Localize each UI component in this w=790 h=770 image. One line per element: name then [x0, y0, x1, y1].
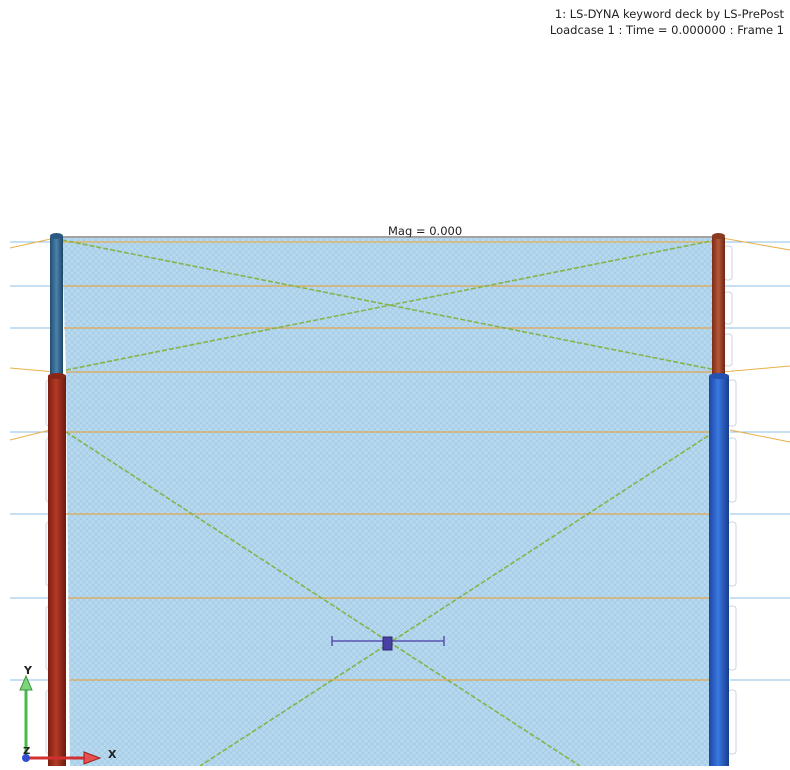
horizontal-cables — [62, 241, 716, 681]
viewport-header: 1: LS-DYNA keyword deck by LS-PrePost Lo… — [550, 6, 784, 38]
diagonal-bracing — [61, 239, 717, 767]
outer-cables — [9, 237, 790, 681]
triad-z-label: Z — [23, 746, 31, 757]
left-post[interactable] — [48, 233, 66, 768]
header-loadcase: Loadcase 1 : Time = 0.000000 : Frame 1 — [549, 23, 784, 37]
net-panel[interactable] — [58, 236, 720, 766]
header-title: 1: LS-DYNA keyword deck by LS-PrePost — [554, 7, 784, 21]
coordinate-triad — [19, 674, 102, 765]
impact-sensor[interactable] — [331, 636, 445, 651]
magnitude-label: Mag = 0.000 — [388, 224, 463, 238]
right-post[interactable] — [709, 233, 729, 768]
triad-y-label: Y — [24, 664, 32, 677]
triad-x-label: X — [108, 748, 117, 761]
